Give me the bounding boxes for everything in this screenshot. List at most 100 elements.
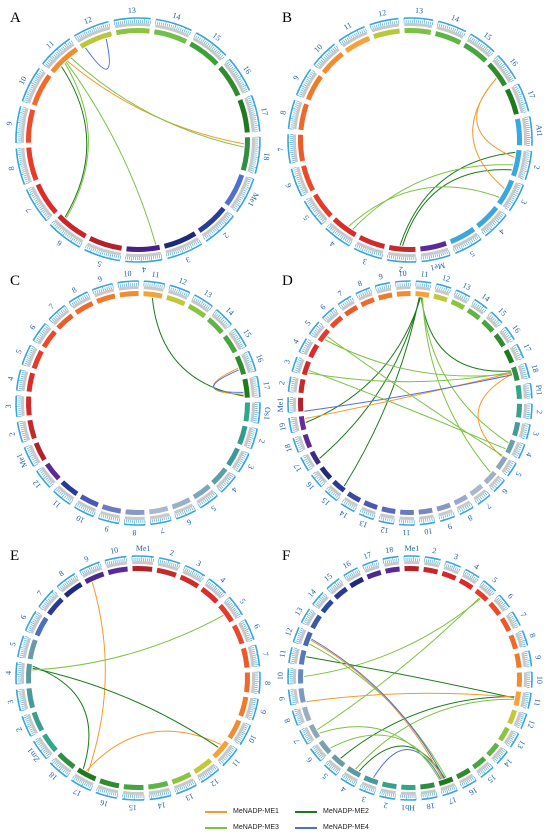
tick-mark	[252, 114, 258, 117]
tick-mark	[46, 217, 51, 221]
tick-mark	[445, 563, 448, 567]
tick-mark	[234, 468, 239, 473]
tick-mark	[524, 652, 528, 655]
chromosome-band	[25, 396, 32, 416]
tick-mark	[374, 563, 376, 567]
tick-mark	[217, 590, 221, 593]
tick-track	[505, 614, 516, 630]
tick-mark	[327, 488, 331, 491]
tick-mark	[39, 469, 43, 472]
tick-mark	[106, 23, 109, 28]
tick-mark	[525, 160, 531, 162]
tick-mark	[57, 490, 61, 493]
tick-mark	[28, 90, 32, 92]
synteny-link	[319, 297, 421, 459]
chromosome-band	[237, 425, 248, 445]
tick-mark	[493, 484, 498, 489]
tick-mark	[108, 23, 111, 27]
tick-mark	[481, 583, 485, 587]
tick-mark	[160, 254, 163, 260]
tick-mark	[217, 50, 222, 55]
tick-track	[192, 37, 223, 61]
tick-mark	[22, 643, 26, 645]
tick-mark	[30, 86, 34, 89]
tick-mark	[150, 794, 152, 800]
tick-mark	[308, 739, 311, 742]
tick-mark	[77, 778, 80, 782]
tick-mark	[102, 251, 104, 255]
tick-mark	[356, 570, 359, 574]
chromosome-band	[26, 109, 36, 143]
tick-mark	[522, 435, 526, 437]
tick-mark	[502, 605, 506, 608]
legend-swatch	[295, 826, 317, 829]
tick-mark	[60, 47, 64, 51]
chromosome-label: 18	[530, 363, 541, 373]
synteny-link	[310, 639, 443, 780]
chromosome-bracket	[237, 453, 250, 473]
chromosome-band	[373, 28, 400, 39]
tick-mark	[440, 790, 443, 794]
tick-mark	[235, 467, 239, 470]
tick-mark	[525, 423, 531, 425]
tick-mark	[518, 182, 524, 186]
chromosome-label: 4	[230, 485, 239, 494]
tick-mark	[389, 19, 392, 25]
tick-mark	[220, 316, 225, 321]
tick-mark	[186, 246, 189, 250]
chromosome-band	[302, 706, 312, 722]
tick-mark	[185, 784, 188, 790]
tick-mark	[302, 191, 306, 194]
tick-mark	[358, 294, 361, 298]
tick-mark	[158, 557, 160, 563]
tick-mark	[489, 314, 492, 318]
tick-mark	[215, 227, 220, 232]
chromosome-label: 5	[301, 214, 311, 223]
tick-mark	[32, 620, 36, 623]
tick-mark	[369, 250, 372, 254]
tick-track	[46, 42, 75, 69]
tick-mark	[308, 201, 311, 204]
chromosome-bracket	[340, 503, 355, 513]
tick-mark	[524, 654, 528, 656]
tick-mark	[360, 293, 363, 297]
chromosome-label: 5	[321, 771, 330, 780]
tick-mark	[64, 42, 69, 47]
tick-mark	[493, 759, 496, 763]
tick-mark	[523, 111, 527, 113]
tick-mark	[517, 630, 523, 633]
tick-mark	[306, 613, 311, 617]
tick-mark	[516, 450, 520, 453]
tick-mark	[103, 790, 105, 794]
tick-track	[232, 450, 245, 470]
tick-mark	[236, 612, 242, 617]
tick-mark	[221, 221, 224, 225]
chromosome-label: 7	[35, 589, 44, 598]
tick-mark	[253, 656, 257, 658]
tick-mark	[291, 423, 295, 425]
tick-mark	[192, 781, 194, 785]
tick-mark	[517, 91, 521, 94]
chromosome-label: 16	[254, 353, 265, 364]
tick-track	[358, 292, 373, 301]
chromosome-bracket	[250, 95, 261, 132]
tick-mark	[492, 317, 495, 321]
tick-mark	[75, 300, 78, 304]
tick-mark	[183, 292, 186, 296]
chromosome-label: 2	[14, 726, 24, 733]
tick-mark	[332, 48, 335, 51]
tick-mark	[295, 712, 299, 714]
tick-mark	[380, 516, 383, 520]
tick-mark	[59, 491, 62, 495]
tick-mark	[37, 204, 41, 207]
chromosome-band	[153, 29, 188, 44]
tick-mark	[35, 738, 39, 741]
tick-mark	[370, 788, 373, 792]
tick-mark	[26, 447, 30, 450]
tick-mark	[289, 118, 295, 120]
tick-mark	[317, 753, 321, 756]
tick-mark	[183, 785, 186, 789]
chromosome-band	[415, 291, 430, 298]
chromosome-band	[302, 631, 313, 647]
